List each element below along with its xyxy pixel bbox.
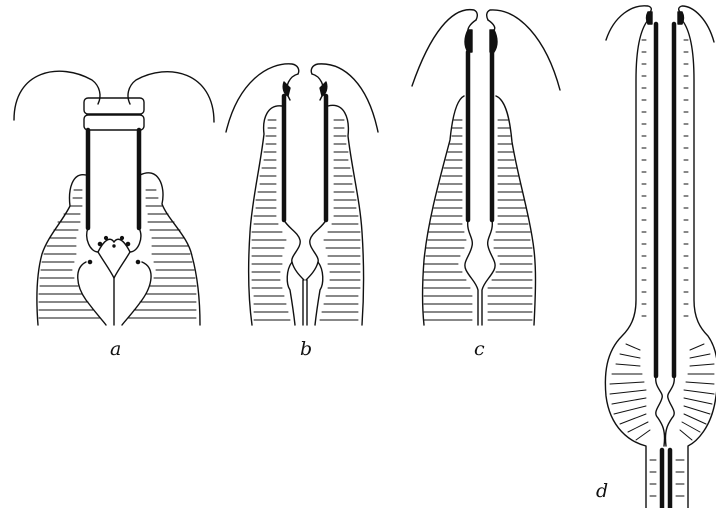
panel-b-drawing bbox=[226, 64, 378, 325]
panel-c-drawing bbox=[412, 10, 560, 325]
panel-a-drawing bbox=[14, 71, 214, 325]
panel-label-c: c bbox=[474, 338, 485, 360]
panel-label-a: a bbox=[110, 338, 121, 360]
panel-label-b: b bbox=[300, 338, 312, 360]
panel-d-drawing bbox=[605, 6, 716, 508]
panel-label-d: d bbox=[596, 480, 608, 502]
